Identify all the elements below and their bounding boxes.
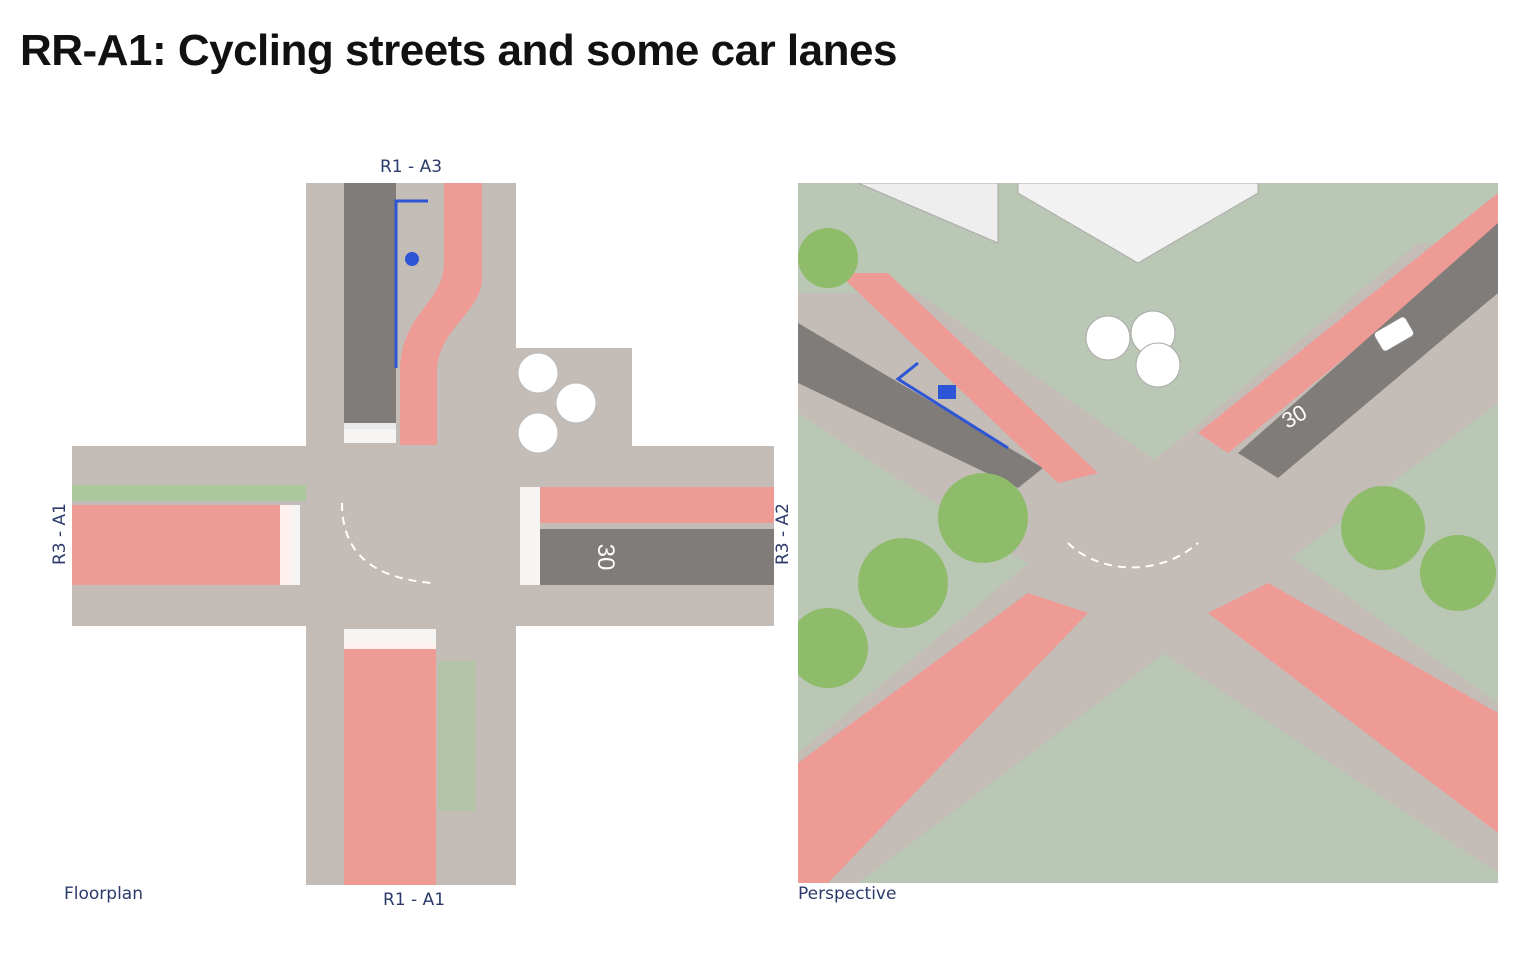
ps-building-side [857, 183, 999, 244]
ps-parking-line [895, 361, 1009, 450]
tree-icon [798, 608, 868, 688]
ps-cycle-lane-top-right [1198, 193, 1498, 453]
label-right-road: R3 - A2 [773, 503, 793, 566]
fp-right-car-lane [540, 529, 774, 585]
parasol-icon [517, 412, 559, 454]
fp-bottom-cycle-lane [344, 643, 436, 885]
tree-icon [938, 473, 1028, 563]
perspective-caption: Perspective [798, 884, 897, 904]
fp-bottom-green-strip [438, 661, 476, 811]
no-parking-sign-icon [405, 252, 419, 266]
floorplan-caption: Floorplan [64, 884, 143, 904]
fp-right-checkered [520, 487, 540, 585]
fp-top-checkered [344, 423, 396, 443]
fp-left-green-strip [72, 485, 306, 501]
fp-dashed-turn-line [341, 502, 433, 584]
page-title: RR-A1: Cycling streets and some car lane… [20, 26, 897, 75]
ps-parking-sign-icon [938, 385, 956, 399]
ps-car-lane-top-left [798, 323, 1043, 488]
fp-top-cycle-lane [400, 183, 482, 445]
perspective-diagram: 30 [798, 183, 1498, 883]
fp-speed-marking: 30 [592, 544, 619, 571]
ps-car-lane-top-right [1238, 223, 1498, 478]
tree-icon [858, 538, 948, 628]
fp-left-checkered [280, 505, 300, 585]
fp-parking-restriction-line [394, 199, 428, 368]
ps-building [1017, 183, 1259, 264]
ps-cycle-lane-top-left [838, 273, 1098, 483]
label-left-road: R3 - A1 [50, 503, 70, 566]
floorplan-diagram: 30 [72, 183, 774, 885]
tree-icon [1341, 486, 1425, 570]
label-top-road: R1 - A3 [380, 157, 443, 177]
fp-left-cycle-lane [72, 505, 292, 585]
parasol-icon [1085, 315, 1131, 361]
tree-icon [1420, 535, 1496, 611]
parasol-icon [555, 382, 597, 424]
label-bottom-road: R1 - A1 [383, 890, 446, 910]
parasol-icon [517, 352, 559, 394]
fp-right-cycle-lane [540, 487, 774, 523]
ps-cycle-lane-bottom-left [798, 593, 1088, 883]
ps-cycle-lane-bottom-right [1208, 583, 1498, 833]
parasol-icon [1135, 342, 1181, 388]
car-icon [1373, 316, 1415, 352]
fp-top-car-lane [344, 183, 396, 429]
ps-dashed-turn-line [1067, 542, 1199, 569]
fp-bottom-checkered [344, 629, 436, 649]
tree-icon [798, 228, 858, 288]
